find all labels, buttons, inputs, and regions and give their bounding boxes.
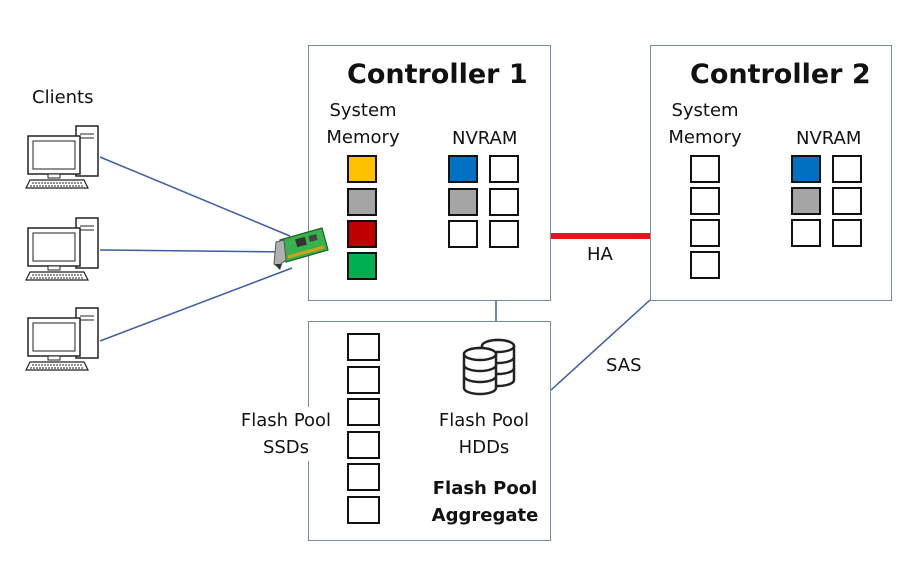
network-card-icon	[272, 226, 332, 276]
ssd-cell	[347, 366, 380, 394]
memory-cell	[690, 155, 720, 183]
controller-1-system-memory-label: System Memory	[326, 100, 400, 148]
sas-link	[550, 299, 651, 391]
memory-cell	[347, 155, 377, 183]
controller-2-system-memory-label: System Memory	[668, 100, 742, 148]
ssd-cell	[347, 398, 380, 426]
memory-cell	[690, 219, 720, 247]
nvram-cell	[448, 188, 478, 216]
flash-pool-ssds-label: Flash Pool SSDs	[236, 407, 336, 461]
nvram-cell	[489, 220, 519, 248]
nvram-cell	[832, 155, 862, 183]
client-3-link	[99, 267, 293, 342]
nvram-cell	[448, 155, 478, 183]
memory-cell	[690, 187, 720, 215]
hdd-stack-icon	[460, 336, 518, 400]
ha-label: HA	[587, 244, 613, 265]
client-1-link	[99, 156, 291, 237]
flash-pool-hdds-label: Flash Pool HDDs	[438, 410, 530, 458]
nvram-cell	[791, 219, 821, 247]
nvram-cell	[448, 220, 478, 248]
sas-label: SAS	[606, 355, 642, 376]
client-computer-icon	[24, 216, 104, 288]
nvram-cell	[489, 155, 519, 183]
nvram-cell	[489, 188, 519, 216]
controller-2-title: Controller 2	[690, 59, 871, 90]
client-computer-icon	[24, 124, 104, 196]
client-2-link	[99, 249, 291, 253]
controller-2-nvram-label: NVRAM	[796, 128, 862, 149]
nvram-cell	[832, 219, 862, 247]
ssd-cell	[347, 431, 380, 459]
nvram-cell	[791, 155, 821, 183]
nvram-cell	[832, 187, 862, 215]
flash-pool-aggregate-title: Flash Pool Aggregate	[431, 478, 539, 526]
ssd-cell	[347, 333, 380, 361]
controller-1-title: Controller 1	[347, 59, 528, 90]
memory-cell	[347, 188, 377, 216]
clients-label: Clients	[32, 87, 94, 108]
memory-cell	[690, 251, 720, 279]
controller-1-nvram-label: NVRAM	[452, 128, 518, 149]
ssd-cell	[347, 496, 380, 524]
client-computer-icon	[24, 306, 104, 378]
memory-cell	[347, 220, 377, 248]
nvram-cell	[791, 187, 821, 215]
ssd-cell	[347, 463, 380, 491]
memory-cell	[347, 252, 377, 280]
